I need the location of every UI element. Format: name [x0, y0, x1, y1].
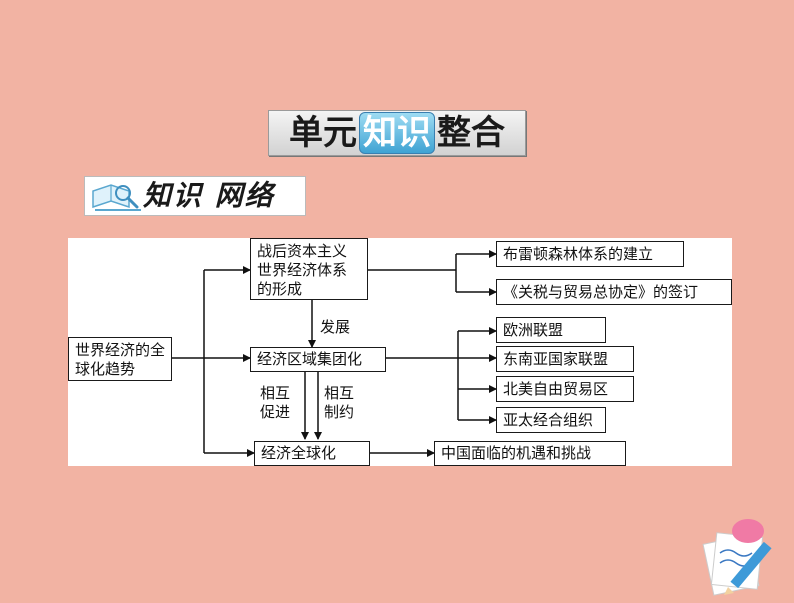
book-magnifier-icon — [92, 184, 141, 211]
pencil-icon — [702, 519, 772, 596]
middle-child-2: 东南亚国家联盟 — [496, 346, 634, 372]
root-node: 世界经济的全球化趋势 — [68, 337, 172, 381]
diagram-connectors — [172, 250, 497, 457]
middle-child-3: 北美自由贸易区 — [496, 376, 634, 402]
middle-child-1: 欧洲联盟 — [496, 317, 606, 343]
edge-label-restrict: 相互制约 — [324, 384, 355, 421]
subtitle-text: 知识 网络 — [143, 179, 275, 212]
bottom-child: 中国面临的机遇和挑战 — [434, 441, 626, 466]
middle-node: 经济区域集团化 — [250, 347, 386, 372]
title-highlight: 知识 — [359, 112, 435, 154]
top-child-2: 《关税与贸易总协定》的签订 — [496, 279, 732, 305]
top-node: 战后资本主义世界经济体系的形成 — [250, 238, 368, 300]
bottom-node: 经济全球化 — [254, 441, 370, 466]
title-banner: 单元 知识 整合 — [268, 110, 526, 156]
edge-label-promote: 相互促进 — [260, 384, 291, 421]
edge-label-develop: 发展 — [320, 318, 351, 336]
title-part2: 整合 — [437, 113, 505, 153]
subtitle-box: 知识 网络 — [84, 176, 306, 216]
knowledge-network-diagram: 世界经济的全球化趋势 战后资本主义世界经济体系的形成 布雷顿森林体系的建立 《关… — [68, 238, 732, 466]
middle-child-4: 亚太经合组织 — [496, 407, 606, 433]
top-child-1: 布雷顿森林体系的建立 — [496, 241, 684, 267]
title-part1: 单元 — [289, 113, 357, 153]
